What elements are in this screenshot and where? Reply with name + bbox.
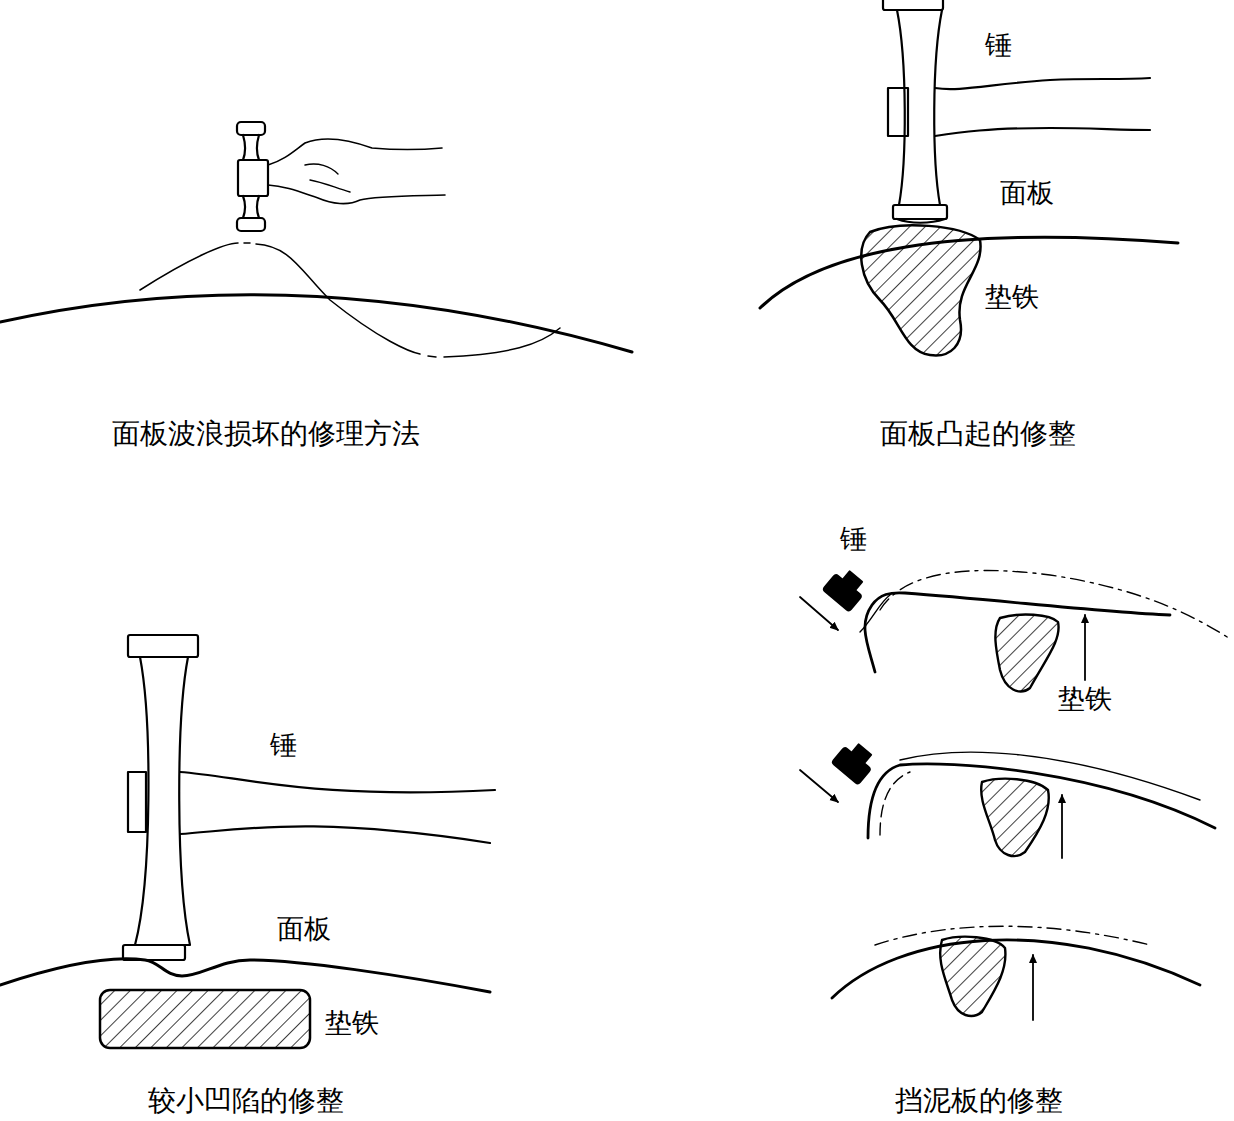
part-label: 面板	[1000, 178, 1054, 209]
part-label: 锤	[985, 30, 1012, 61]
part-label: 垫铁	[1058, 684, 1112, 715]
part-label: 垫铁	[325, 1008, 379, 1039]
part-label: 垫铁	[985, 282, 1039, 313]
part-label: 锤	[270, 730, 297, 761]
part-label: 锤	[840, 524, 867, 555]
figure-caption: 较小凹陷的修整	[148, 1085, 344, 1117]
figure-caption: 面板波浪损坏的修理方法	[112, 418, 420, 450]
part-label: 面板	[277, 914, 331, 945]
figure-caption: 面板凸起的修整	[880, 418, 1076, 450]
figure-caption: 挡泥板的修整	[895, 1085, 1063, 1117]
